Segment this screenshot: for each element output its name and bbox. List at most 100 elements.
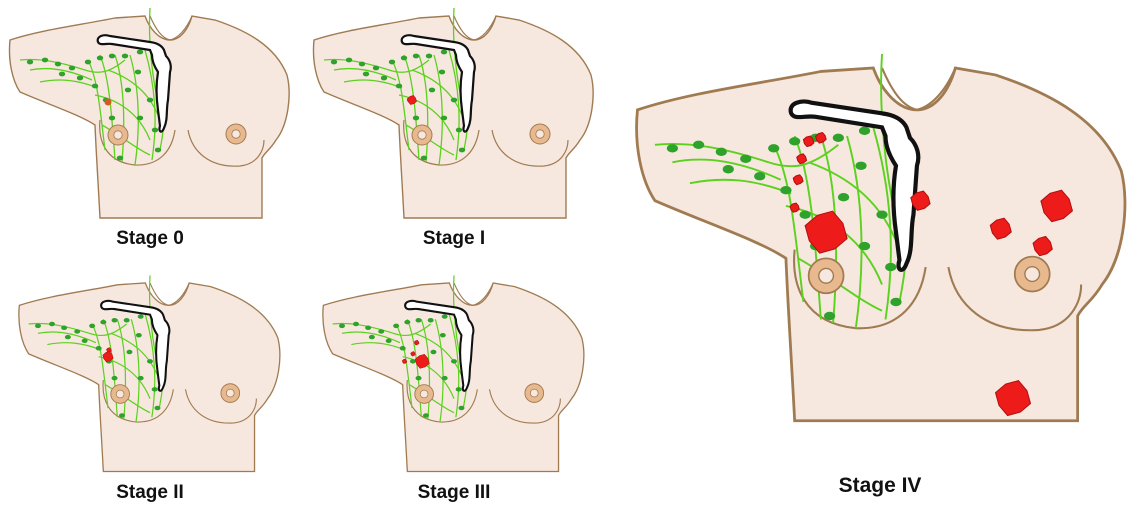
lymph-node xyxy=(716,148,727,156)
stage-label: Stage I xyxy=(304,228,604,250)
panel-stage-0: Stage 0 xyxy=(0,0,310,250)
lymph-node xyxy=(667,144,678,152)
lymph-node xyxy=(365,325,371,329)
lymph-node xyxy=(768,144,779,152)
lymph-node xyxy=(147,98,153,103)
lymph-node xyxy=(97,56,103,61)
stage-label: Stage IV xyxy=(620,474,1140,498)
lymph-node xyxy=(430,350,436,354)
lymph-node xyxy=(859,242,870,250)
torso-illustration xyxy=(304,0,604,225)
lymph-node xyxy=(780,186,791,194)
lymph-node xyxy=(442,314,448,318)
lymph-node xyxy=(442,376,448,380)
lymph-node xyxy=(61,325,67,329)
lymph-node xyxy=(117,156,123,161)
lymph-node xyxy=(126,350,132,354)
lymph-node xyxy=(396,84,402,89)
tumor-node xyxy=(402,359,406,363)
lymph-node xyxy=(855,162,866,170)
tumor-group xyxy=(105,99,112,106)
lymph-node xyxy=(89,324,95,328)
lymph-node xyxy=(401,56,407,61)
torso-group xyxy=(637,54,1125,421)
torso-illustration xyxy=(0,0,300,225)
lymph-node xyxy=(135,70,141,75)
lymph-node xyxy=(82,339,88,343)
lymph-node xyxy=(49,322,55,326)
lymph-node xyxy=(27,60,33,65)
lymph-node xyxy=(125,88,131,93)
lymph-node xyxy=(440,333,446,337)
lymph-node xyxy=(428,318,434,322)
lymph-node xyxy=(754,172,765,180)
lymph-node xyxy=(59,72,65,77)
nipple xyxy=(420,390,428,398)
tumor-in-situ xyxy=(105,99,112,106)
lymph-node xyxy=(421,156,427,161)
lymph-node xyxy=(373,66,379,71)
lymph-node xyxy=(112,318,118,322)
lymph-node xyxy=(378,329,384,333)
lymph-node xyxy=(429,88,435,93)
torso-group xyxy=(9,8,289,218)
torso-illustration xyxy=(0,268,300,478)
lymph-node xyxy=(152,128,158,133)
lymph-node xyxy=(359,62,365,67)
lymph-node xyxy=(369,335,375,339)
nipple xyxy=(418,131,426,139)
lymph-node xyxy=(413,116,419,121)
lymph-node xyxy=(119,413,125,417)
tumor-node xyxy=(411,352,415,356)
lymph-node xyxy=(124,318,130,322)
lymph-node xyxy=(92,84,98,89)
lymph-node xyxy=(381,76,387,81)
torso-illustration xyxy=(620,40,1144,465)
lymph-node xyxy=(693,141,704,149)
lymph-node xyxy=(109,116,115,121)
lymph-node xyxy=(885,263,896,271)
lymph-node xyxy=(800,210,811,218)
lymph-node xyxy=(833,134,844,142)
lymph-node xyxy=(426,54,432,59)
lymph-node xyxy=(353,322,359,326)
torso-group xyxy=(313,8,593,218)
torso-group xyxy=(323,275,584,471)
lymph-node xyxy=(155,148,161,153)
panel-stage-ii: Stage II xyxy=(0,268,310,509)
lymph-node xyxy=(459,148,465,153)
lymph-node xyxy=(404,320,410,324)
lymph-node xyxy=(859,127,870,135)
lymph-node xyxy=(138,376,144,380)
lymph-node xyxy=(100,320,106,324)
lymph-node xyxy=(824,312,835,320)
lymph-node xyxy=(339,324,345,328)
lymph-node xyxy=(55,62,61,67)
lymph-node xyxy=(456,387,462,391)
lymph-node xyxy=(386,339,392,343)
lymph-node xyxy=(138,314,144,318)
lymph-node xyxy=(74,329,80,333)
lymph-node xyxy=(439,70,445,75)
nipple xyxy=(1025,267,1040,282)
lymph-node xyxy=(346,58,352,63)
panel-stage-i: Stage I xyxy=(304,0,614,250)
stage-label: Stage II xyxy=(0,482,300,504)
torso-illustration xyxy=(304,268,604,478)
nipple xyxy=(116,390,124,398)
lymph-node xyxy=(35,324,41,328)
lymph-node xyxy=(789,137,800,145)
lymph-node xyxy=(331,60,337,65)
lymph-node xyxy=(451,98,457,103)
lymph-node xyxy=(77,76,83,81)
lymph-node xyxy=(890,298,901,306)
lymph-node xyxy=(416,376,422,380)
lymph-node xyxy=(838,193,849,201)
lymph-node xyxy=(112,376,118,380)
lymph-node xyxy=(876,210,887,218)
nipple xyxy=(114,131,122,139)
lymph-node xyxy=(147,359,153,363)
nipple xyxy=(536,130,544,138)
tumor-node xyxy=(414,340,419,345)
lymph-node xyxy=(723,165,734,173)
